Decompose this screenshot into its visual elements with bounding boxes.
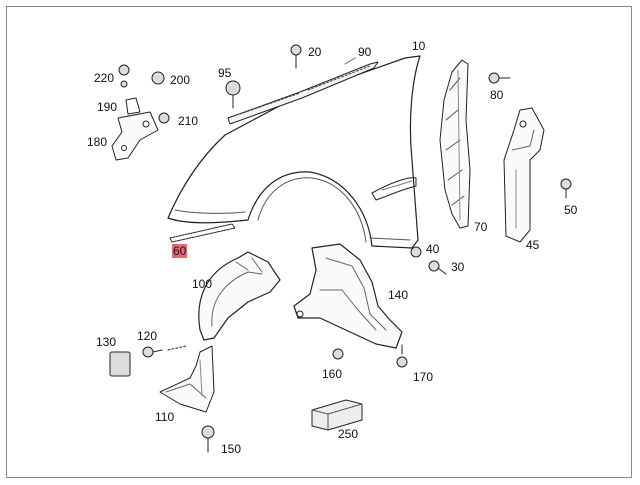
callout-170[interactable]: 170: [413, 370, 434, 384]
sill-seal-drawing[interactable]: [169, 223, 236, 243]
callout-20[interactable]: 20: [308, 45, 322, 59]
callout-190[interactable]: 190: [97, 100, 118, 114]
callout-30[interactable]: 30: [451, 260, 465, 274]
part-box-drawing[interactable]: [311, 399, 363, 431]
callout-70[interactable]: 70: [474, 220, 488, 234]
callout-250[interactable]: 250: [338, 427, 359, 441]
hinge-bracket-drawing[interactable]: [111, 97, 159, 161]
callout-10[interactable]: 10: [412, 39, 426, 53]
fasteners-drawing[interactable]: [109, 44, 572, 453]
callout-50[interactable]: 50: [564, 203, 578, 217]
callout-130[interactable]: 130: [96, 335, 117, 349]
wheel-liner-rear-drawing[interactable]: [198, 251, 281, 341]
callout-200[interactable]: 200: [170, 73, 191, 87]
callout-140[interactable]: 140: [388, 288, 409, 302]
callout-120[interactable]: 120: [137, 329, 158, 343]
splash-shield-drawing[interactable]: [159, 345, 215, 413]
callout-60[interactable]: 60: [172, 244, 188, 258]
callout-80[interactable]: 80: [490, 88, 504, 102]
callout-110[interactable]: 110: [155, 410, 175, 424]
fender-drawing[interactable]: [167, 55, 421, 249]
trim-strip-drawing[interactable]: [227, 57, 379, 125]
callout-180[interactable]: 180: [87, 135, 108, 149]
wheel-liner-front-drawing[interactable]: [293, 243, 403, 349]
callout-220[interactable]: 220: [94, 71, 115, 85]
callout-150[interactable]: 150: [221, 442, 242, 456]
support-bracket-drawing[interactable]: [439, 59, 471, 229]
callout-90[interactable]: 90: [358, 45, 372, 59]
callout-100[interactable]: 100: [192, 277, 213, 291]
callout-95[interactable]: 95: [218, 66, 232, 80]
callout-40[interactable]: 40: [426, 242, 440, 256]
callout-210[interactable]: 210: [178, 114, 199, 128]
callout-160[interactable]: 160: [322, 367, 343, 381]
callout-45[interactable]: 45: [526, 238, 540, 252]
trim-panel-drawing[interactable]: [503, 107, 545, 243]
